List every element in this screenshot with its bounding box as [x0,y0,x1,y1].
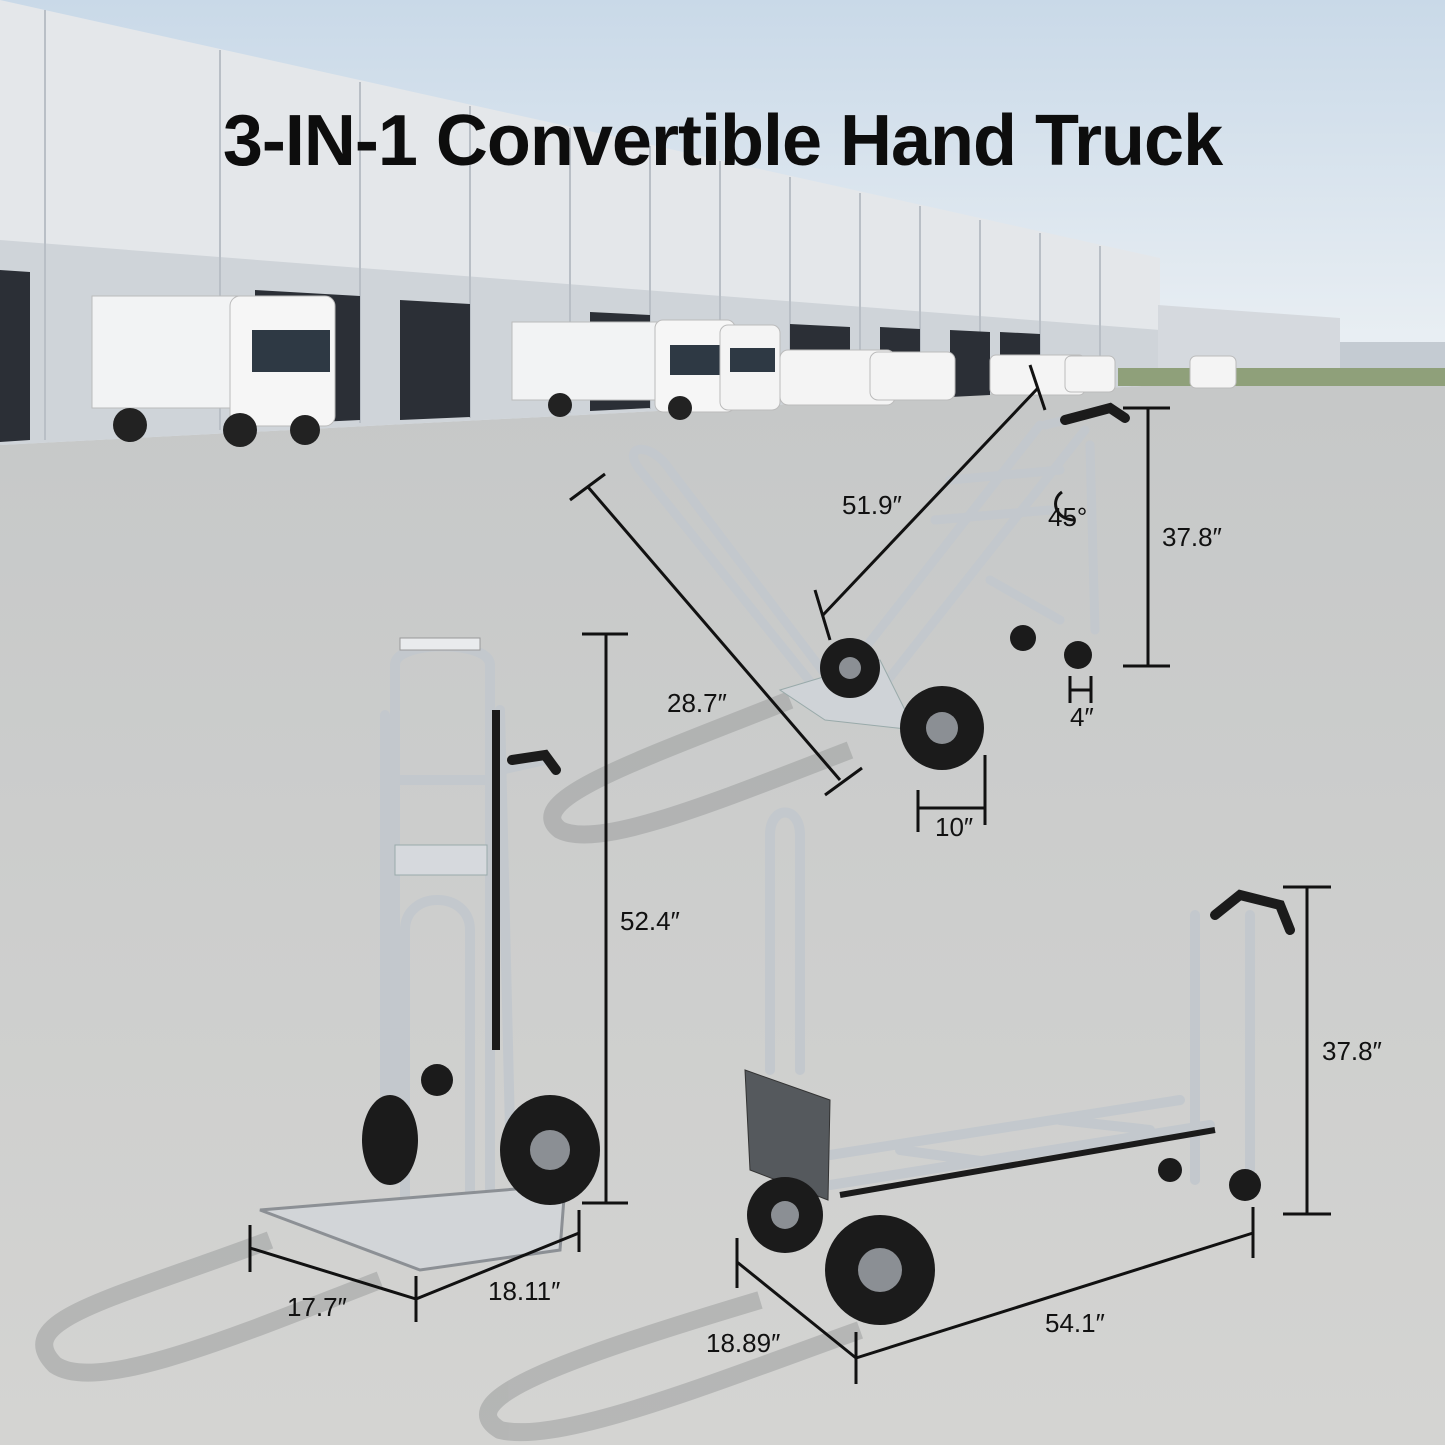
parked-trucks [91,295,1237,447]
dim-inclined-wheel-size: 10″ [935,812,974,842]
dim-upright-height: 52.4″ [620,906,680,936]
dim-inclined-length: 51.9″ [842,490,902,520]
cart-flat [744,807,1295,1325]
dim-upright-plate-width: 17.7″ [287,1292,347,1322]
cart-upright [259,637,600,1272]
dim-inclined-angle: 45° [1048,502,1088,532]
dim-flat-width: 18.89″ [706,1328,781,1358]
dim-inclined-height: 37.8″ [1162,522,1222,552]
page-title: 3-IN-1 Convertible Hand Truck [222,101,1223,181]
dim-inclined-caster-width: 4″ [1070,702,1094,732]
dim-upright-plate-depth: 18.11″ [488,1276,561,1306]
cart-inclined [629,402,1130,770]
dim-flat-height: 37.8″ [1322,1036,1382,1066]
dim-flat-length: 54.1″ [1045,1308,1105,1338]
ground [0,380,1445,1445]
dimension-lines [248,364,1331,1384]
distant-building [1158,305,1340,372]
cart-shadows [35,691,864,1442]
dim-inclined-handle-length: 28.7″ [667,688,727,718]
